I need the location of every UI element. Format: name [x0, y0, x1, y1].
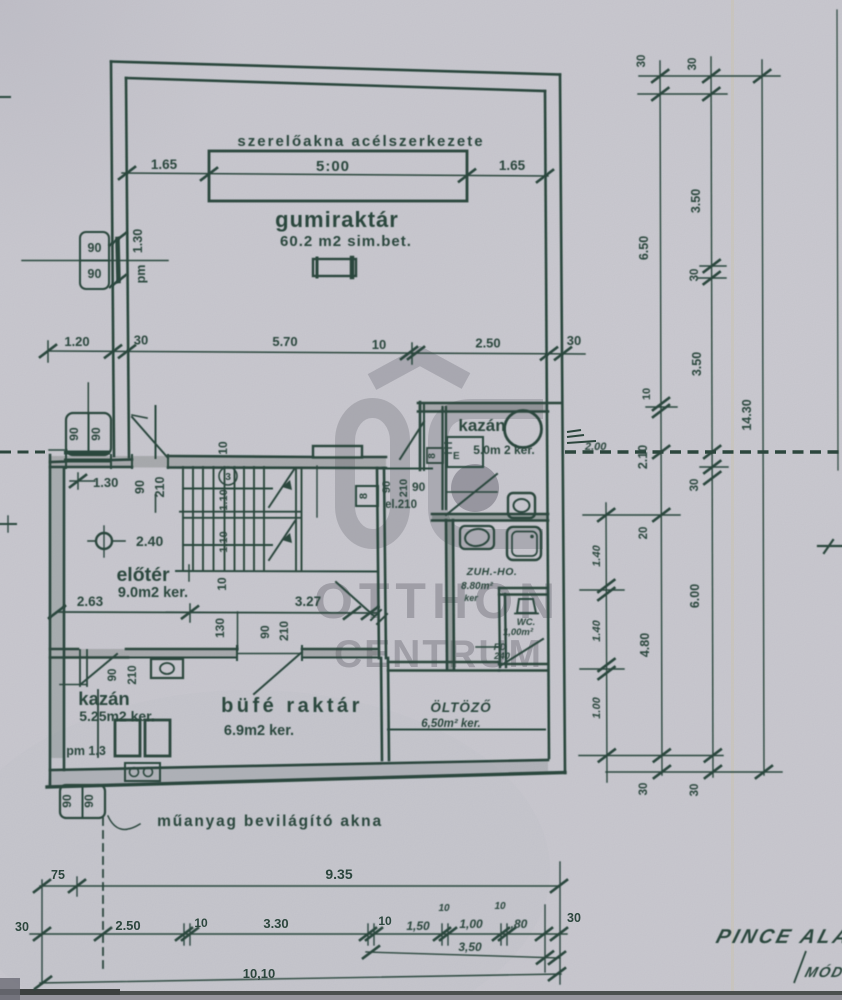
svg-text:1.00: 1.00: [591, 696, 603, 718]
svg-text:9.35: 9.35: [325, 866, 352, 882]
svg-text:90: 90: [88, 267, 102, 281]
svg-text:3.50: 3.50: [690, 352, 704, 376]
svg-text:210: 210: [277, 621, 291, 641]
svg-text:30: 30: [567, 333, 581, 348]
svg-text:6.00: 6.00: [688, 584, 702, 608]
svg-text:210: 210: [398, 479, 410, 497]
svg-text:20: 20: [638, 527, 650, 540]
svg-text:10: 10: [372, 337, 386, 352]
svg-text:1.65: 1.65: [151, 157, 178, 172]
svg-text:8: 8: [427, 453, 438, 459]
svg-text:3.50: 3.50: [689, 189, 703, 213]
svg-text:szerelőakna acélszerkezete: szerelőakna acélszerkezete: [237, 133, 484, 150]
svg-text:30: 30: [636, 55, 648, 68]
svg-text:WC.: WC.: [517, 617, 535, 628]
svg-text:240: 240: [493, 651, 511, 662]
svg-text:90: 90: [67, 427, 81, 441]
svg-text:10: 10: [216, 441, 230, 455]
svg-text:10: 10: [438, 903, 450, 914]
svg-text:10,10: 10,10: [243, 966, 276, 981]
svg-text:FD: FD: [494, 642, 507, 653]
svg-text:1.10: 1.10: [218, 531, 230, 552]
svg-text:1,00: 1,00: [459, 917, 483, 931]
svg-text:30: 30: [687, 58, 699, 71]
svg-text:1.40: 1.40: [591, 619, 603, 641]
svg-text:6.50: 6.50: [637, 236, 651, 260]
svg-text:5.70: 5.70: [272, 334, 297, 349]
svg-text:2.00: 2.00: [584, 441, 607, 453]
svg-text:1.30: 1.30: [131, 229, 145, 253]
svg-text:3,50: 3,50: [458, 940, 482, 954]
svg-text:14.30: 14.30: [740, 399, 754, 430]
svg-text:büfé raktár: büfé raktár: [221, 695, 363, 717]
svg-text:,80: ,80: [510, 917, 528, 931]
svg-text:1.20: 1.20: [64, 334, 89, 349]
svg-text:1.65: 1.65: [499, 158, 526, 173]
svg-text:kazán: kazán: [78, 688, 129, 709]
svg-text:90: 90: [60, 794, 74, 808]
svg-text:2.50: 2.50: [475, 336, 500, 351]
svg-text:ZUH.-HO.: ZUH.-HO.: [466, 566, 518, 578]
svg-text:75: 75: [51, 868, 65, 882]
svg-text:8.80m²: 8.80m²: [461, 581, 493, 592]
svg-text:90: 90: [258, 625, 272, 639]
svg-text:90: 90: [381, 481, 393, 493]
svg-text:pm 1.3: pm 1.3: [66, 744, 106, 758]
svg-text:5.25m2 ker.: 5.25m2 ker.: [79, 708, 155, 724]
svg-text:30: 30: [689, 479, 701, 492]
svg-text:műanyag bevilágító akna: műanyag bevilágító akna: [157, 813, 383, 830]
svg-text:8: 8: [358, 493, 370, 499]
svg-text:1.10: 1.10: [218, 489, 230, 510]
svg-text:előtér: előtér: [116, 564, 170, 586]
svg-text:90: 90: [133, 480, 147, 494]
svg-text:kazán: kazán: [458, 416, 505, 435]
svg-text:PINCE ALAP: PINCE ALAP: [714, 926, 842, 948]
svg-text:90: 90: [82, 794, 96, 808]
svg-text:el.210: el.210: [385, 499, 417, 511]
svg-text:6.9m2 ker.: 6.9m2 ker.: [224, 723, 294, 739]
svg-text:ker: ker: [464, 593, 478, 603]
svg-text:5.0m 2 ker.: 5.0m 2 ker.: [473, 443, 534, 457]
svg-text:4.80: 4.80: [638, 633, 652, 657]
svg-text:90: 90: [89, 427, 103, 441]
svg-text:pm: pm: [134, 265, 148, 284]
svg-text:210: 210: [153, 477, 167, 498]
svg-text:3: 3: [225, 471, 231, 483]
svg-text:30: 30: [567, 911, 581, 925]
svg-text:10: 10: [641, 388, 653, 400]
svg-text:2.40: 2.40: [136, 533, 163, 549]
svg-text:6,50m² ker.: 6,50m² ker.: [421, 718, 480, 730]
svg-text:ÖLTÖZŐ: ÖLTÖZŐ: [430, 700, 491, 715]
svg-text:MÓD: MÓD: [803, 963, 842, 981]
svg-text:90: 90: [412, 480, 426, 494]
svg-text:10: 10: [494, 901, 506, 912]
svg-text:30: 30: [638, 783, 650, 796]
svg-text:210: 210: [127, 665, 139, 684]
svg-text:60.2 m2 sim.bet.: 60.2 m2 sim.bet.: [280, 233, 412, 250]
svg-text:10: 10: [215, 577, 229, 591]
svg-text:E: E: [453, 451, 460, 462]
svg-text:OTTHON: OTTHON: [314, 573, 561, 629]
svg-text:30: 30: [134, 333, 148, 348]
svg-text:90: 90: [88, 241, 102, 255]
svg-text:5:00: 5:00: [316, 158, 350, 175]
svg-text:2.10: 2.10: [636, 445, 650, 469]
svg-text:1.40: 1.40: [591, 544, 603, 566]
svg-text:9.0m2 ker.: 9.0m2 ker.: [118, 585, 188, 601]
svg-text:2.50: 2.50: [115, 918, 140, 933]
svg-text:10: 10: [378, 914, 392, 928]
svg-text:1,50: 1,50: [406, 919, 430, 933]
svg-text:10: 10: [194, 916, 208, 930]
svg-text:3.30: 3.30: [263, 916, 288, 931]
svg-text:90: 90: [107, 669, 119, 682]
svg-text:130: 130: [213, 618, 227, 638]
svg-text:30: 30: [689, 784, 701, 797]
svg-text:30: 30: [689, 269, 701, 282]
svg-text:3.27: 3.27: [295, 594, 321, 609]
svg-text:2.63: 2.63: [77, 594, 104, 609]
svg-text:gumiraktár: gumiraktár: [275, 207, 399, 232]
svg-text:1.30: 1.30: [93, 475, 118, 490]
svg-text:1,00m²: 1,00m²: [503, 627, 534, 638]
svg-text:30: 30: [15, 920, 29, 934]
